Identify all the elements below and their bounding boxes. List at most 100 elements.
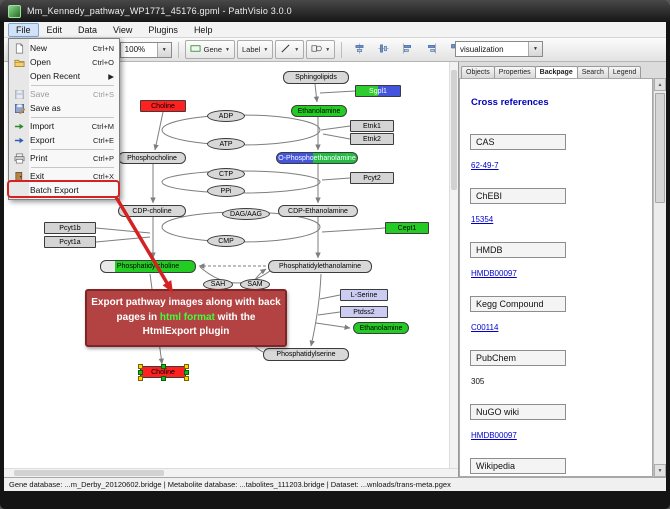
align-center-horizontal-button[interactable] — [348, 39, 370, 60]
visualization-combobox[interactable]: visualization ▼ — [455, 41, 543, 57]
align-right-button[interactable] — [420, 39, 442, 60]
datanode-tool-button[interactable]: Gene ▼ — [184, 40, 235, 59]
zoom-combobox[interactable]: 100% ▼ — [119, 41, 172, 58]
chevron-down-icon: ▼ — [294, 46, 300, 53]
tab-objects[interactable]: Objects — [461, 66, 495, 78]
line-tool-button[interactable]: ▼ — [275, 40, 305, 59]
node-o-phosphoethanolamine[interactable]: O-Phosphoethanolamine — [276, 152, 358, 164]
node-sphingolipids[interactable]: Sphingolipids — [283, 71, 349, 84]
canvas-vertical-scrollbar[interactable] — [449, 62, 458, 469]
selection-handle[interactable] — [183, 363, 189, 369]
menu-item-batch-export[interactable]: Batch Export — [11, 183, 117, 197]
scroll-down-button[interactable]: ▼ — [654, 464, 666, 477]
node-etnk1[interactable]: Etnk1 — [350, 120, 394, 132]
node-ptdss2[interactable]: Ptdss2 — [340, 306, 388, 318]
node-phosphatidylcholine[interactable]: Phosphatidylcholine — [100, 260, 196, 273]
menubar-item-help[interactable]: Help — [193, 24, 213, 35]
selection-handle[interactable] — [137, 363, 143, 369]
node-cmp[interactable]: CMP — [207, 235, 245, 247]
menubar-item-plugins[interactable]: Plugins — [148, 24, 178, 35]
crossref-source-name: PubChem — [470, 350, 566, 366]
crossref-link[interactable]: 15354 — [471, 215, 494, 224]
line-icon — [280, 43, 291, 56]
node-cdp-choline[interactable]: CDP-choline — [118, 205, 186, 217]
node-choline-top[interactable]: Choline — [140, 100, 186, 112]
scrollbar-thumb[interactable] — [451, 70, 457, 190]
menubar-item-edit[interactable]: Edit — [46, 24, 63, 35]
node-cdp-ethanolamine[interactable]: CDP-Ethanolamine — [278, 205, 358, 217]
node-ppi[interactable]: PPi — [207, 185, 245, 197]
node-cept1[interactable]: Cept1 — [385, 222, 429, 234]
tab-backpage[interactable]: Backpage — [534, 66, 578, 78]
menubar-item-data[interactable]: Data — [78, 24, 98, 35]
menu-item-open-recent[interactable]: Open Recent▶ — [11, 69, 117, 83]
crossref-link[interactable]: 62-49-7 — [471, 161, 499, 170]
status-bar: Gene database: ...m_Derby_20120602.bridg… — [4, 477, 666, 491]
scrollbar-thumb[interactable] — [14, 470, 164, 476]
tab-properties[interactable]: Properties — [493, 66, 536, 78]
menu-item-label: Export — [30, 135, 55, 145]
chevron-down-icon[interactable]: ▼ — [156, 42, 171, 57]
callout-line3: HtmlExport plugin — [142, 326, 230, 338]
chevron-down-icon: ▼ — [225, 46, 230, 53]
node-ethanolamine-right[interactable]: Ethanolamine — [353, 322, 409, 334]
crossref-source-name: HMDB — [470, 242, 566, 258]
node-etnk2[interactable]: Etnk2 — [350, 133, 394, 145]
menu-item-label: Save — [30, 89, 50, 99]
chevron-down-icon[interactable]: ▼ — [528, 42, 542, 56]
align-right-icon — [426, 41, 437, 59]
menubar-item-file[interactable]: File — [8, 22, 39, 37]
menu-shortcut: Ctrl+M — [91, 121, 114, 131]
node-sgpl1[interactable]: Sgpl1 — [355, 85, 401, 97]
selection-handle[interactable] — [137, 375, 143, 381]
menu-item-export[interactable]: Export Ctrl+E — [11, 133, 117, 147]
title-bar[interactable]: Mm_Kennedy_pathway_WP1771_45176.gpml - P… — [0, 0, 670, 22]
selection-handle[interactable] — [160, 363, 166, 369]
submenu-arrow-icon: ▶ — [108, 71, 114, 81]
menu-shortcut: Ctrl+P — [92, 153, 114, 163]
crossref-link[interactable]: HMDB00097 — [471, 431, 517, 440]
align-left-button[interactable] — [396, 39, 418, 60]
node-adp[interactable]: ADP — [207, 110, 245, 122]
scrollbar-thumb[interactable] — [655, 93, 665, 203]
node-ctp[interactable]: CTP — [207, 168, 245, 180]
node-pcyt2[interactable]: Pcyt2 — [350, 172, 394, 184]
selection-handle[interactable] — [183, 369, 189, 375]
callout-line2c: with the — [214, 311, 256, 323]
label-tool-button[interactable]: Label ▼ — [236, 40, 274, 59]
align-center-horizontal-icon — [354, 41, 365, 59]
selection-handle[interactable] — [160, 375, 166, 381]
tab-legend[interactable]: Legend — [607, 66, 642, 78]
selection-handle[interactable] — [137, 369, 143, 375]
scroll-up-button[interactable]: ▲ — [654, 78, 666, 91]
crossref-section-wikipedia: WikipediaCholine — [470, 456, 652, 476]
node-phosphatidylserine[interactable]: Phosphatidylserine — [263, 348, 349, 361]
node-phosphocholine[interactable]: Phosphocholine — [118, 152, 186, 164]
tab-search[interactable]: Search — [576, 66, 609, 78]
node-atp[interactable]: ATP — [207, 138, 245, 150]
menu-shortcut: Ctrl+E — [92, 135, 114, 145]
canvas-horizontal-scrollbar[interactable] — [4, 468, 458, 477]
menubar-item-view[interactable]: View — [113, 24, 133, 35]
node-pcyt1b[interactable]: Pcyt1b — [44, 222, 96, 234]
backpage-scrollbar[interactable]: ▲ ▼ — [653, 78, 666, 477]
shape-tool-button[interactable]: ▼ — [306, 40, 336, 59]
crossref-link[interactable]: C00114 — [471, 323, 499, 332]
crossref-link[interactable]: HMDB00097 — [471, 269, 517, 278]
node-pcyt1a[interactable]: Pcyt1a — [44, 236, 96, 248]
menu-item-save-as[interactable]: Save as — [11, 101, 117, 115]
align-center-vertical-button[interactable] — [372, 39, 394, 60]
node-ethanolamine-top[interactable]: Ethanolamine — [291, 105, 347, 117]
node-dag[interactable]: DAG/AAG — [222, 208, 270, 220]
selection-handle[interactable] — [183, 375, 189, 381]
node-phosphatidylethanolamine[interactable]: Phosphatidylethanolamine — [268, 260, 372, 273]
node-l-serine[interactable]: L-Serine — [340, 289, 388, 301]
